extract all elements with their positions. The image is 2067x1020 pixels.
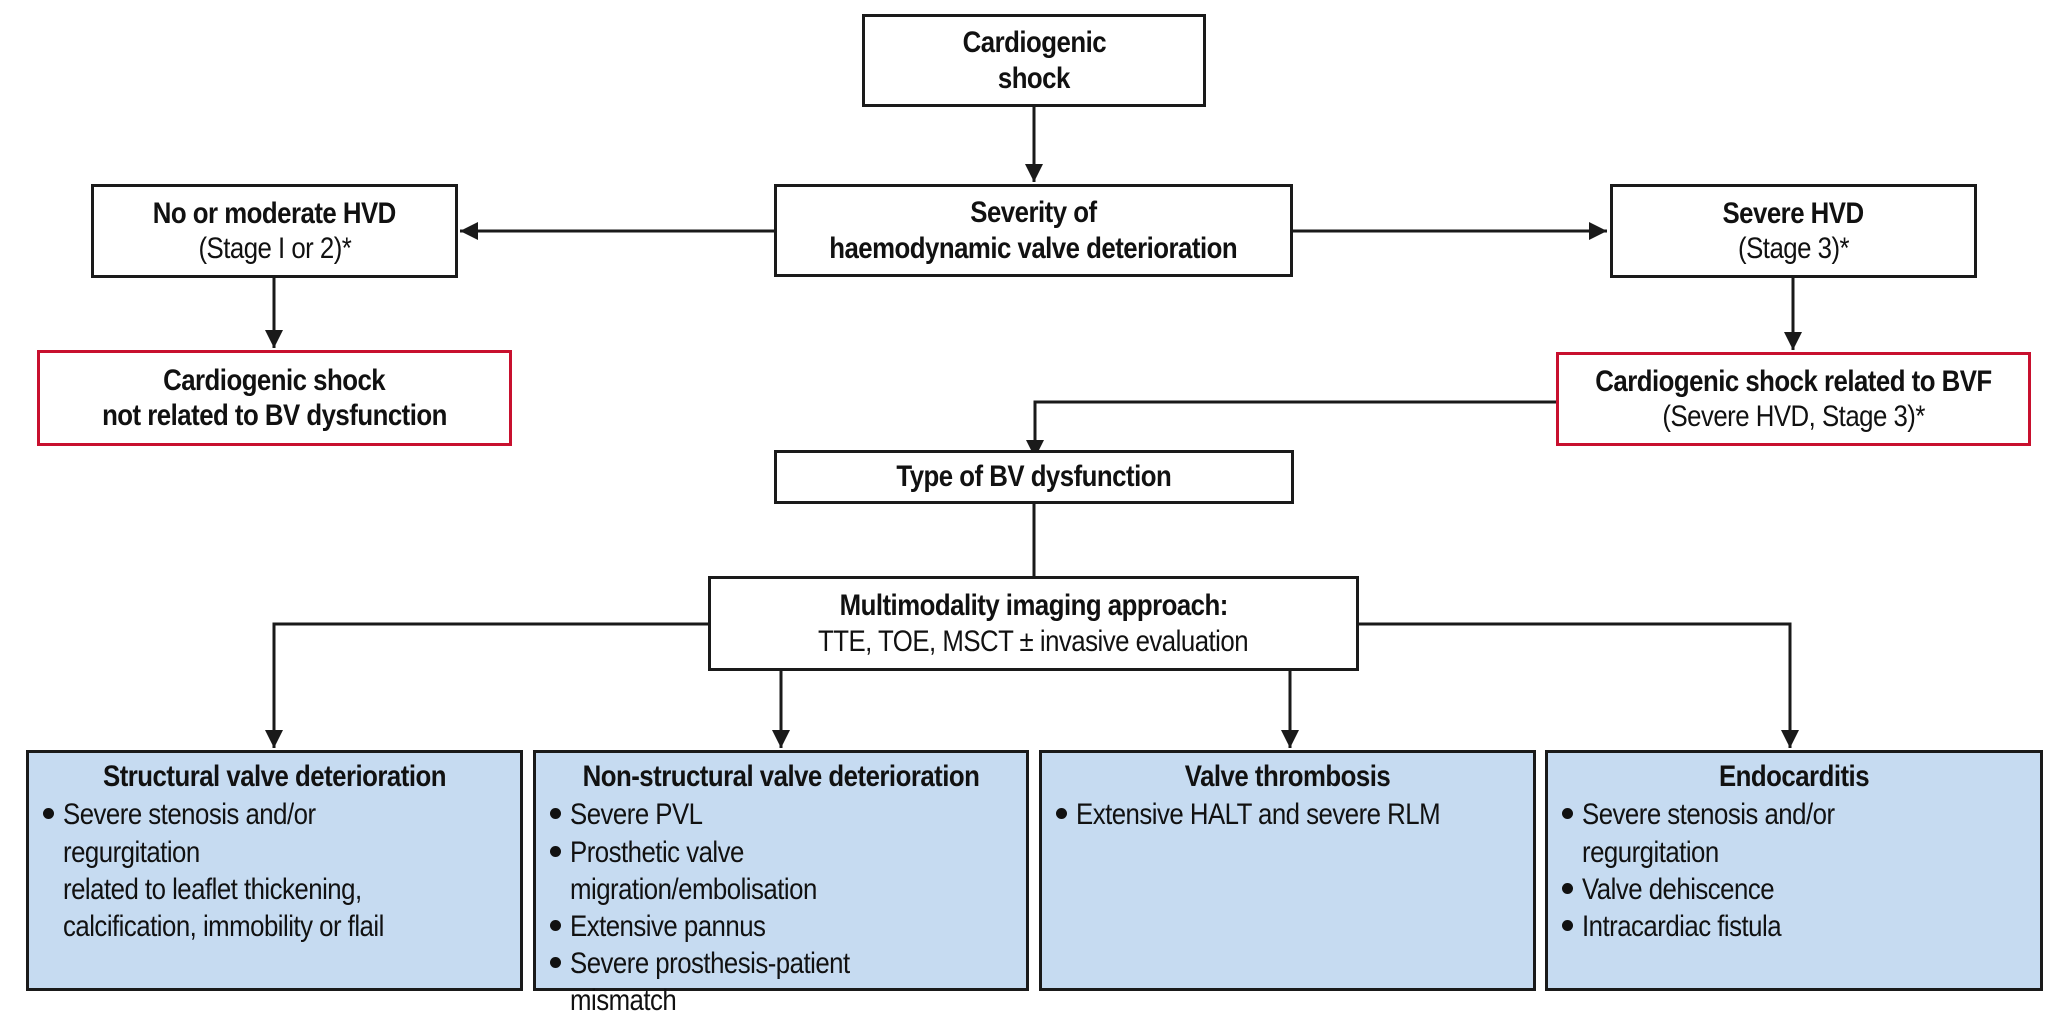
node-severe-hvd: Severe HVD (Stage 3)* <box>1610 184 1977 278</box>
node-label: Cardiogenic <box>962 26 1106 60</box>
node-severity-hvd: Severity of haemodynamic valve deteriora… <box>774 184 1293 277</box>
node-label: Severity of <box>970 196 1097 230</box>
bullet-icon <box>1562 919 1573 931</box>
category-title: Valve thrombosis <box>1184 760 1391 793</box>
node-title: Multimodality imaging approach: <box>839 589 1228 623</box>
category-title: Endocarditis <box>1718 760 1870 793</box>
category-structural-valve-deterioration: Structural valve deterioration Severe st… <box>26 750 523 991</box>
category-non-structural-valve-deterioration: Non-structural valve deterioration Sever… <box>533 750 1029 1017</box>
bullet-icon <box>1562 808 1573 820</box>
list-item: Prosthetic valve migration/embolisation <box>548 834 1014 908</box>
arrow-imaging-to-endocarditis <box>1359 622 1799 748</box>
list-item: Extensive pannus <box>548 908 1014 945</box>
node-title: Type of BV dysfunction <box>896 460 1172 494</box>
category-title: Structural valve deterioration <box>103 760 446 793</box>
bullet-icon <box>1056 808 1067 820</box>
node-title: No or moderate HVD <box>152 196 397 230</box>
category-valve-thrombosis: Valve thrombosis Extensive HALT and seve… <box>1039 750 1536 991</box>
node-multimodality-imaging: Multimodality imaging approach: TTE, TOE… <box>708 576 1359 671</box>
bullet-icon <box>1562 882 1573 894</box>
node-title: Cardiogenic shock related to BVF <box>1595 364 1992 398</box>
node-cardiogenic-shock: Cardiogenic shock <box>862 14 1206 107</box>
bullet-icon <box>550 808 561 820</box>
node-subtitle: (Severe HVD, Stage 3)* <box>1662 400 1925 433</box>
arrow-imaging-to-structural <box>265 622 708 748</box>
list-item: Severe stenosis and/or regurgitation rel… <box>41 796 508 945</box>
category-items: Severe stenosis and/or regurgitation rel… <box>41 796 508 945</box>
bullet-icon <box>550 919 561 931</box>
bullet-icon <box>550 845 561 857</box>
bullet-icon <box>550 957 561 969</box>
list-item: Valve dehiscence <box>1560 871 2028 908</box>
list-item: Intracardiac fistula <box>1560 908 2028 945</box>
category-items: Severe PVL Prosthetic valve migration/em… <box>548 796 1014 1019</box>
list-item: Severe prosthesis-patient mismatch <box>548 945 1014 1019</box>
node-not-related-to-bv-dysfunction: Cardiogenic shock not related to BV dysf… <box>37 350 512 446</box>
list-item: Severe stenosis and/or regurgitation <box>1560 796 2028 870</box>
list-item: Extensive HALT and severe RLM <box>1054 796 1521 833</box>
node-no-moderate-hvd: No or moderate HVD (Stage I or 2)* <box>91 184 458 278</box>
bullet-icon <box>43 808 54 820</box>
node-title: Severe HVD <box>1722 196 1865 230</box>
category-items: Extensive HALT and severe RLM <box>1054 796 1521 833</box>
node-label: shock <box>998 61 1071 95</box>
node-label: not related to BV dysfunction <box>102 399 447 432</box>
category-items: Severe stenosis and/or regurgitation Val… <box>1560 796 2028 945</box>
node-label: Cardiogenic shock <box>163 363 386 397</box>
node-subtitle: (Stage I or 2)* <box>198 232 351 265</box>
node-subtitle: TTE, TOE, MSCT ± invasive evaluation <box>818 624 1249 658</box>
list-item: Severe PVL <box>548 796 1014 833</box>
node-label: haemodynamic valve deterioration <box>829 231 1238 265</box>
node-subtitle: (Stage 3)* <box>1737 232 1850 265</box>
node-related-to-bvf: Cardiogenic shock related to BVF (Severe… <box>1556 352 2031 446</box>
node-type-of-bv-dysfunction: Type of BV dysfunction <box>774 450 1294 504</box>
category-endocarditis: Endocarditis Severe stenosis and/or regu… <box>1545 750 2043 991</box>
category-title: Non-structural valve deterioration <box>582 760 980 793</box>
